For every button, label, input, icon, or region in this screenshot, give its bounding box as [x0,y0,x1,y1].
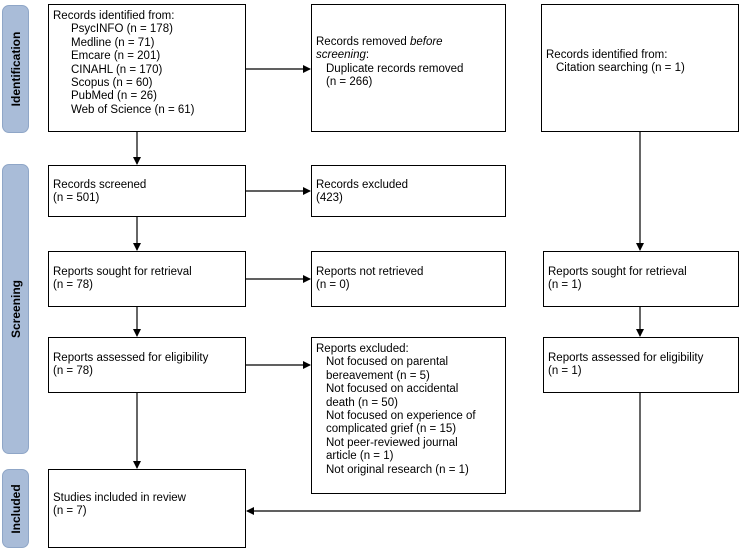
reports-sought-box: Reports sought for retrieval (n = 78) [48,251,246,307]
exclusion-reason: Not focused on experience of [326,410,476,423]
box-line: (n = 78) [53,279,93,292]
exclusion-reason: Not focused on accidental [326,383,459,396]
box-line: Duplicate records removed [326,62,464,75]
studies-included-box: Studies included in review (n = 7) [48,469,246,548]
box-line: Reports sought for retrieval [548,266,687,278]
source-item: PubMed (n = 26) [71,90,157,103]
box-line: (n = 78) [53,365,93,378]
box-line: screening: [316,49,370,62]
citation-identified-box: Records identified from: Citation search… [541,4,739,132]
source-item: Emcare (n = 201) [71,50,161,63]
box-line: (n = 0) [316,279,350,292]
records-identified-box: Records identified from: PsycINFO (n = 1… [48,4,246,132]
citation-sought-box: Reports sought for retrieval (n = 1) [543,251,739,307]
box-line: (n = 7) [53,505,87,518]
box-line: Records removed before [316,36,443,48]
source-item: Medline (n = 71) [71,36,155,49]
exclusion-reason: Not focused on parental [326,356,449,369]
records-excluded-box: Records excluded (423) [311,165,506,217]
source-item: Web of Science (n = 61) [71,103,195,116]
box-header: Reports excluded: [316,343,409,355]
box-line: (n = 1) [548,279,582,292]
source-item: CINAHL (n = 170) [71,63,163,76]
box-line: Reports not retrieved [316,266,424,278]
source-item: PsycINFO (n = 178) [71,23,173,36]
box-line: Records excluded [316,179,409,191]
arrow-citation-to-included [246,393,641,515]
reports-not-retrieved-box: Reports not retrieved (n = 0) [311,251,506,307]
box-line: (n = 1) [548,365,582,378]
box-header: Records identified from: [53,10,175,22]
exclusion-reason: complicated grief (n = 15) [326,423,457,436]
box-line: Reports assessed for eligibility [53,352,209,364]
exclusion-reason: Not peer-reviewed journal [326,436,458,449]
exclusion-reason: bereavement (n = 5) [326,369,430,382]
exclusion-reason: Not original research (n = 1) [326,463,469,476]
phase-identification: Identification [2,5,29,133]
box-line: Studies included in review [53,492,186,504]
box-line: Records identified from: [546,49,668,61]
box-line: (423) [316,192,343,205]
exclusion-reason: article (n = 1) [326,450,394,463]
phase-screening: Screening [2,164,29,454]
exclusion-reason: death (n = 50) [326,396,398,409]
box-line: Records screened [53,179,147,191]
box-line: Reports sought for retrieval [53,266,192,278]
records-removed-box: Records removed before screening: Duplic… [311,4,506,132]
box-line: (n = 501) [53,192,100,205]
citation-assessed-box: Reports assessed for eligibility (n = 1) [543,337,739,393]
box-line: Citation searching (n = 1) [556,62,685,75]
source-item: Scopus (n = 60) [71,77,153,90]
records-screened-box: Records screened (n = 501) [48,165,246,217]
reports-excluded-box: Reports excluded: Not focused on parenta… [311,337,506,494]
reports-assessed-box: Reports assessed for eligibility (n = 78… [48,337,246,393]
box-line: Reports assessed for eligibility [548,352,704,364]
phase-included: Included [2,469,29,548]
box-line: (n = 266) [326,76,373,89]
